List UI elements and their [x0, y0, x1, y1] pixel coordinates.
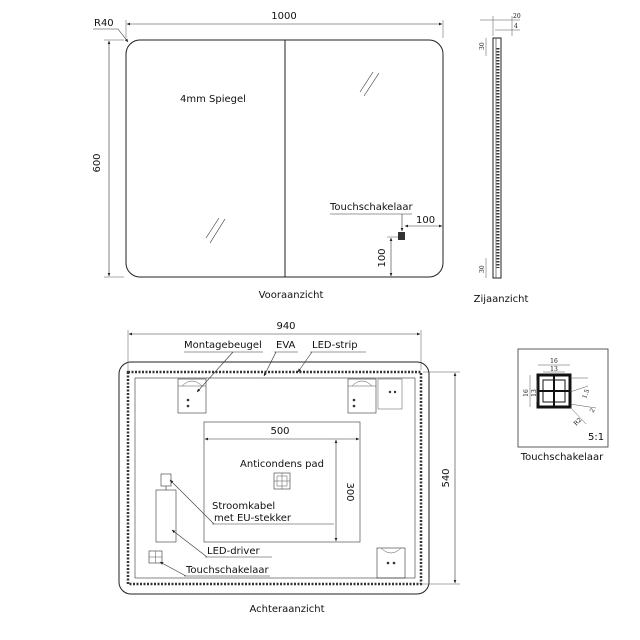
mounting-bracket-top-right: [347, 378, 403, 414]
front-caption: Vooraanzicht: [259, 290, 324, 301]
detail-dim-left-outer: 16: [523, 389, 530, 397]
montage-leader-diag: [196, 351, 234, 393]
back-outer-outline: [118, 361, 430, 595]
touch-detail-view: 16 13 16 13 1.5 2 R2 5:1 Touchschakelaar: [517, 348, 609, 463]
eva-label: EVA: [276, 340, 296, 351]
side-body: [492, 37, 502, 279]
radius-leader-diagonal: [117, 28, 129, 43]
front-width-dim: 1000: [271, 11, 296, 22]
detail-dim-r2: 2: [589, 407, 597, 414]
front-height-dim: 600: [92, 153, 103, 172]
back-height-dim: 540: [441, 468, 452, 487]
pad-height-dim: 300: [344, 482, 355, 501]
front-touch-h-dim: 100: [416, 215, 435, 226]
back-led-frame: [126, 370, 423, 586]
anticondens-pad: [203, 421, 361, 543]
detail-r2-leader: [569, 403, 597, 409]
side-dim-upper: 30: [479, 42, 486, 50]
back-width-dim: 940: [276, 321, 295, 332]
detail-caption: Touchschakelaar: [520, 452, 604, 463]
driver-leader-diag: [171, 529, 208, 558]
driver-label: LED-driver: [207, 546, 261, 557]
cable-label-2: met EU-stekker: [214, 513, 292, 524]
mounting-bracket-top-left: [177, 378, 207, 414]
side-caption: Zijaanzicht: [474, 294, 529, 305]
pad-label: Anticondens pad: [240, 459, 324, 470]
mounting-bracket-bottom-right: [376, 547, 406, 579]
detail-r1-leader: [569, 385, 589, 393]
back-view: 940 540 Monta: [118, 321, 460, 615]
detail-dim-inner: 13: [550, 366, 558, 373]
side-dim-lower: 30: [479, 265, 486, 273]
pad-connector-icon: [273, 472, 291, 490]
side-dim-top-small: 4: [514, 23, 518, 30]
side-view: 20 4 30 30 Zijaanzicht: [474, 13, 529, 305]
back-touch-leader-diag: [159, 561, 187, 577]
power-plug-icon: [160, 473, 172, 487]
detail-dim-outer: 16: [550, 358, 558, 365]
detail-dim-r1: 1.5: [581, 388, 591, 400]
reflection-mark-upper-right: [359, 71, 380, 97]
back-touch-label: Touchschakelaar: [185, 565, 269, 576]
montage-label: Montagebeugel: [184, 340, 262, 351]
front-touch-switch-icon: [398, 232, 405, 240]
front-view: 1000 600 R40 4mm Spiegel Touchschakelaar…: [92, 11, 444, 301]
detail-r3-leader: [569, 406, 587, 425]
reflection-mark-lower-left: [205, 217, 226, 244]
pad-width-dim: 500: [270, 426, 289, 437]
front-touch-v-dim: 100: [377, 248, 388, 267]
detail-scale: 5:1: [588, 432, 604, 443]
detail-frame: [517, 348, 609, 448]
side-dim-top: 20: [513, 13, 521, 20]
cable-leader-diag: [169, 479, 215, 525]
led-strip-label: LED-strip: [312, 340, 358, 351]
front-touch-label: Touchschakelaar: [329, 202, 413, 213]
detail-dim-r3: R2: [572, 416, 583, 427]
mirror-label: 4mm Spiegel: [180, 94, 246, 105]
radius-dim: R40: [94, 18, 114, 29]
led-strip-leader-diag: [297, 351, 313, 373]
back-caption: Achteraanzicht: [249, 604, 324, 615]
cable-label-1: Stroomkabel: [212, 501, 275, 512]
led-driver-box: [155, 489, 177, 543]
detail-dim-left-inner: 13: [531, 389, 538, 397]
back-inner-panel: [134, 377, 416, 579]
back-touch-switch-icon: [148, 550, 163, 564]
eva-leader-diag: [263, 351, 277, 377]
